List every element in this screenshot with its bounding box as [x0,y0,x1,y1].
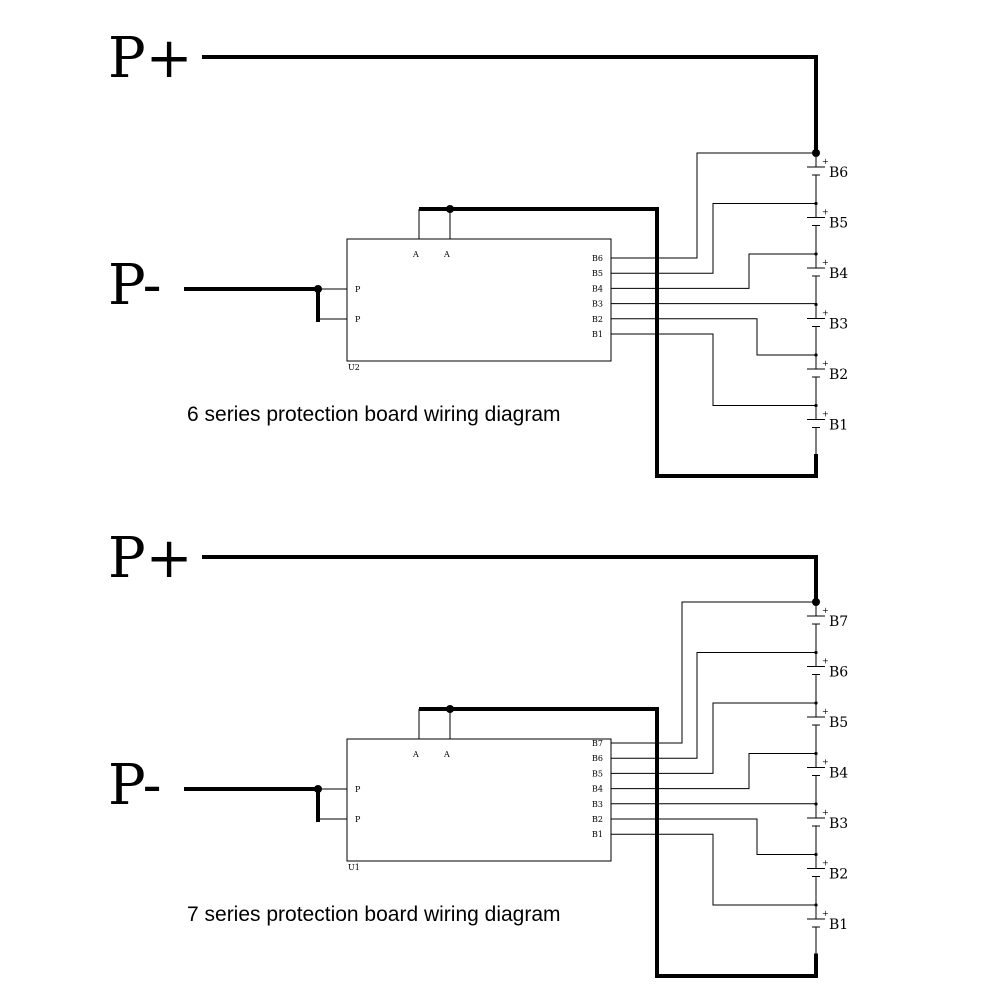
p-pin-label: P [355,815,361,824]
balance-lead [611,753,816,790]
balance-lead [611,203,816,274]
balance-lead [611,702,816,774]
cell-label: B2 [829,367,848,383]
cell-label: B6 [829,165,848,181]
top-pin-label: A [412,250,419,259]
balance-pin-label: B3 [592,300,603,309]
cell-sign-anchor: + [822,258,829,267]
balance-lead [611,152,816,259]
balance-pin-label: B4 [592,284,603,293]
balance-pin-label: B7 [592,739,603,748]
balance-pin-label: B5 [592,269,603,278]
balance-lead [611,333,816,406]
p-pin-label: P [355,285,361,294]
cell-label: B5 [829,715,848,731]
p-pin-label: P [355,785,361,794]
balance-pin-label: B2 [592,815,603,824]
cell-sign-anchor: + [822,359,829,368]
balance-pin-label: B1 [592,330,603,339]
balance-lead [611,833,816,906]
balance-pin-label: B5 [592,769,603,778]
balance-lead [611,601,816,744]
diagram-caption: 7 series protection board wiring diagram [187,903,561,926]
protection-board [346,738,612,862]
b-minus-wire [419,707,818,978]
p-plus-terminal-label: P+ [108,526,193,591]
balance-pin-label: B6 [592,254,603,263]
balance-lead [611,818,816,855]
cell-label: B3 [829,317,848,333]
board-designator: U1 [348,863,360,872]
cell-label: B3 [829,816,848,832]
cell-sign-anchor: + [822,157,829,166]
cell-sign-anchor: + [822,208,829,217]
top-pin-label: A [412,750,419,759]
p-minus-terminal-label: P- [108,753,162,818]
p-plus-wire [202,55,818,153]
p-plus-terminal-label: P+ [108,26,193,91]
top-pin-label: A [443,250,450,259]
cell-sign-anchor: + [822,410,829,419]
cell-sign-anchor: + [822,859,829,868]
balance-lead [611,253,816,289]
p-pin-label: P [355,315,361,324]
protection-board [346,238,612,362]
cell-sign-anchor: + [822,657,829,666]
balance-pin-label: B1 [592,830,603,839]
cell-sign-anchor: + [822,808,829,817]
cell-sign-anchor: + [822,909,829,918]
cell-sign-anchor: + [822,309,829,318]
balance-pin-label: B6 [592,754,603,763]
cell-label: B4 [829,266,848,282]
cell-label: B4 [829,766,848,782]
balance-lead [611,318,816,356]
board-designator: U2 [348,363,360,372]
cell-sign-anchor: + [822,758,829,767]
cell-label: B7 [829,614,848,630]
cell-sign-anchor: + [822,606,829,615]
cell-label: B1 [829,917,848,933]
balance-pin-label: B2 [592,315,603,324]
diagram-caption: 6 series protection board wiring diagram [187,403,561,426]
p-plus-wire [202,555,818,602]
cell-label: B6 [829,665,848,681]
top-pin-label: A [443,750,450,759]
cell-label: B5 [829,216,848,232]
balance-pin-label: B3 [592,800,603,809]
p-minus-terminal-label: P- [108,253,162,318]
cell-label: B2 [829,867,848,883]
cell-sign-anchor: + [822,707,829,716]
b-minus-wire [419,207,818,478]
cell-label: B1 [829,418,848,434]
balance-pin-label: B4 [592,785,603,794]
balance-lead [611,652,816,759]
